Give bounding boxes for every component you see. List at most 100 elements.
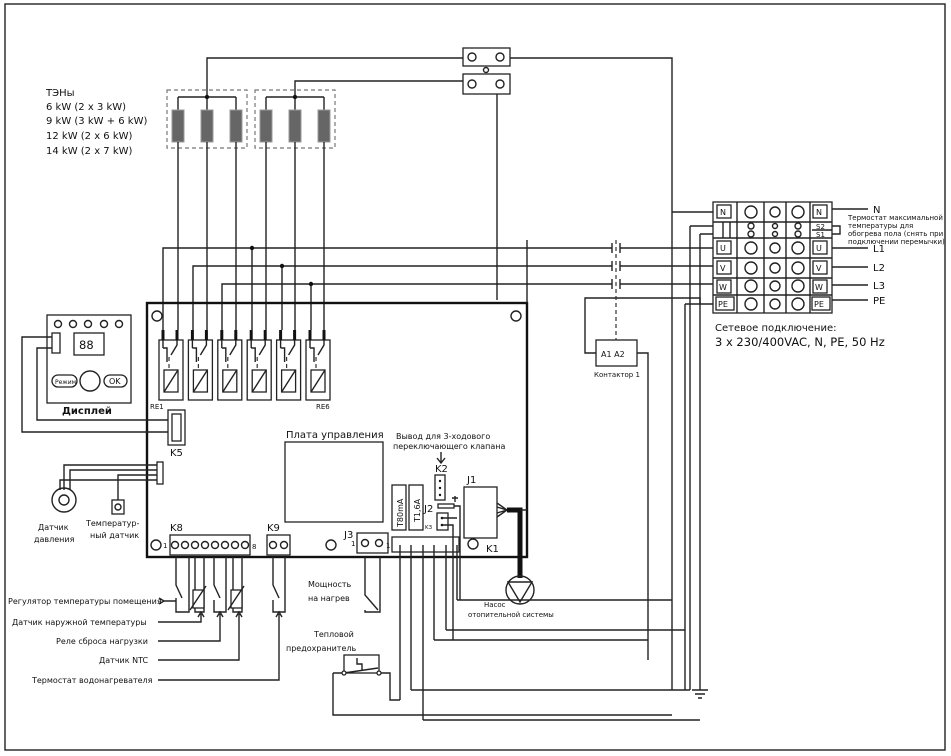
- connector-j3: J3 1: [343, 530, 389, 554]
- svg-text:S1: S1: [816, 231, 825, 239]
- mode-button[interactable]: [51, 374, 78, 388]
- display-label: Дисплей: [62, 406, 112, 417]
- k8-terminal-screw: [230, 540, 240, 550]
- knob-button[interactable]: [79, 370, 101, 392]
- circulation-pump: Насос отопительной системы: [468, 575, 554, 619]
- terminal-row-s2: S2: [747, 222, 825, 231]
- terminal-row-pe: PE PE: [715, 296, 831, 311]
- display-digits: 88: [79, 338, 94, 352]
- fuse-t1-6a: T1,6A: [408, 484, 424, 531]
- k8-terminal-screw: [240, 540, 250, 550]
- svg-text:K5: K5: [170, 448, 183, 459]
- diagram-frame: [4, 3, 946, 751]
- svg-text:K9: K9: [267, 523, 280, 534]
- svg-text:W: W: [719, 283, 727, 292]
- svg-text:K2: K2: [435, 464, 448, 475]
- relay: [158, 330, 184, 401]
- heater-element: [288, 109, 302, 143]
- output-l1-label: L1: [873, 244, 885, 255]
- svg-text:PE: PE: [718, 300, 728, 309]
- svg-text:J3: J3: [343, 530, 353, 541]
- pressure-sensor: Датчик давления: [34, 461, 164, 544]
- heater-element: [317, 109, 331, 143]
- svg-text:температуры для: температуры для: [848, 222, 913, 230]
- heater-option: 12 kW (2 x 6 kW): [46, 131, 133, 142]
- input-ntc: Датчик NTC: [99, 656, 149, 665]
- relay-last-label: RE6: [316, 403, 330, 411]
- svg-text:V: V: [816, 264, 822, 273]
- ground-icon: [692, 680, 708, 699]
- heater-element: [259, 109, 273, 143]
- svg-text:W: W: [815, 283, 823, 292]
- svg-text:Режим: Режим: [55, 379, 76, 386]
- network-spec: 3 x 230/400VAC, N, PE, 50 Hz: [715, 335, 885, 349]
- svg-text:1: 1: [351, 540, 355, 548]
- contactor-coil-label: A1 A2: [601, 350, 625, 359]
- k8-terminal-screw: [170, 540, 180, 550]
- control-board: Плата управления: [145, 301, 529, 559]
- input-load-relay: Реле сброса нагрузки: [56, 637, 148, 646]
- k8-terminal-screw: [220, 540, 230, 550]
- heater-option: 9 kW (3 kW + 6 kW): [46, 116, 147, 127]
- output-pe-label: PE: [873, 296, 885, 307]
- k8-terminal-screw: [210, 540, 220, 550]
- output-n-label: N: [873, 205, 880, 216]
- terminal-row-w: W W: [716, 279, 828, 294]
- contactor-1: A1 A2 Контактор 1: [584, 240, 701, 660]
- svg-text:N: N: [816, 208, 822, 217]
- input-room-regulator: Регулятор температуры помещения: [8, 597, 162, 606]
- svg-text:Термостат максимальной: Термостат максимальной: [847, 214, 943, 222]
- temperature-sensor: Температур- ный датчик: [85, 499, 139, 540]
- heater-element: [229, 109, 243, 143]
- svg-text:обогрева пола (снять при: обогрева пола (снять при: [848, 230, 943, 238]
- relay: [217, 330, 243, 401]
- svg-text:U: U: [720, 244, 726, 253]
- input-water-thermostat: Термостат водонагревателя: [31, 676, 153, 685]
- valve-output: Вывод для 3-ходового переключающего клап…: [393, 432, 506, 640]
- svg-text:давления: давления: [34, 535, 75, 544]
- relay: [246, 330, 272, 401]
- svg-text:OK: OK: [109, 377, 121, 386]
- connector-k8: K8 1 8: [163, 523, 256, 556]
- ok-button[interactable]: [103, 374, 128, 388]
- connector-j1: J1 K1: [463, 240, 528, 578]
- board-label: Плата управления: [286, 430, 384, 441]
- svg-text:S2: S2: [816, 223, 825, 231]
- terminal-row-v: V V: [716, 260, 828, 275]
- relay: [305, 330, 331, 401]
- svg-text:ный датчик: ный датчик: [90, 531, 139, 540]
- svg-text:Датчик: Датчик: [38, 523, 69, 532]
- external-inputs: Регулятор температуры помещения Датчик н…: [8, 557, 286, 685]
- svg-text:V: V: [720, 264, 726, 273]
- svg-text:отопительной системы: отопительной системы: [468, 611, 554, 619]
- relay: [187, 330, 214, 401]
- heater-option: 14 kW (2 x 7 kW): [46, 146, 133, 157]
- heater-option: 6 kW (2 x 3 kW): [46, 102, 126, 113]
- svg-text:переключающего клапана: переключающего клапана: [393, 442, 506, 451]
- floor-thermostat-fuse-holder: [462, 47, 673, 690]
- svg-text:подключении перемычки): подключении перемычки): [848, 238, 945, 246]
- svg-text:J1: J1: [466, 475, 476, 486]
- heater-element: [200, 109, 214, 143]
- terminal-row-u: U U: [716, 240, 828, 255]
- terminal-row-n: N N: [716, 204, 828, 219]
- svg-text:Мощность: Мощность: [308, 580, 352, 589]
- network-title: Сетевое подключение:: [715, 323, 837, 334]
- svg-text:1: 1: [386, 542, 390, 550]
- svg-text:8: 8: [252, 543, 256, 551]
- input-outdoor-sensor: Датчик наружной температуры: [12, 618, 147, 627]
- heater-title: ТЭНы: [45, 88, 75, 99]
- svg-text:U: U: [816, 244, 822, 253]
- heater-group-2: [254, 80, 463, 149]
- output-l2-label: L2: [873, 263, 885, 274]
- terminal-row-s1: S1: [747, 230, 825, 239]
- output-connector: 1: [386, 536, 460, 720]
- svg-text:K1: K1: [486, 544, 499, 555]
- svg-text:Насос: Насос: [484, 601, 506, 609]
- svg-text:J2: J2: [423, 504, 433, 515]
- k8-terminal-screw: [190, 540, 200, 550]
- heater-element: [171, 109, 185, 143]
- k8-terminal-screw: [200, 540, 210, 550]
- svg-text:Вывод для 3-ходового: Вывод для 3-ходового: [396, 432, 490, 441]
